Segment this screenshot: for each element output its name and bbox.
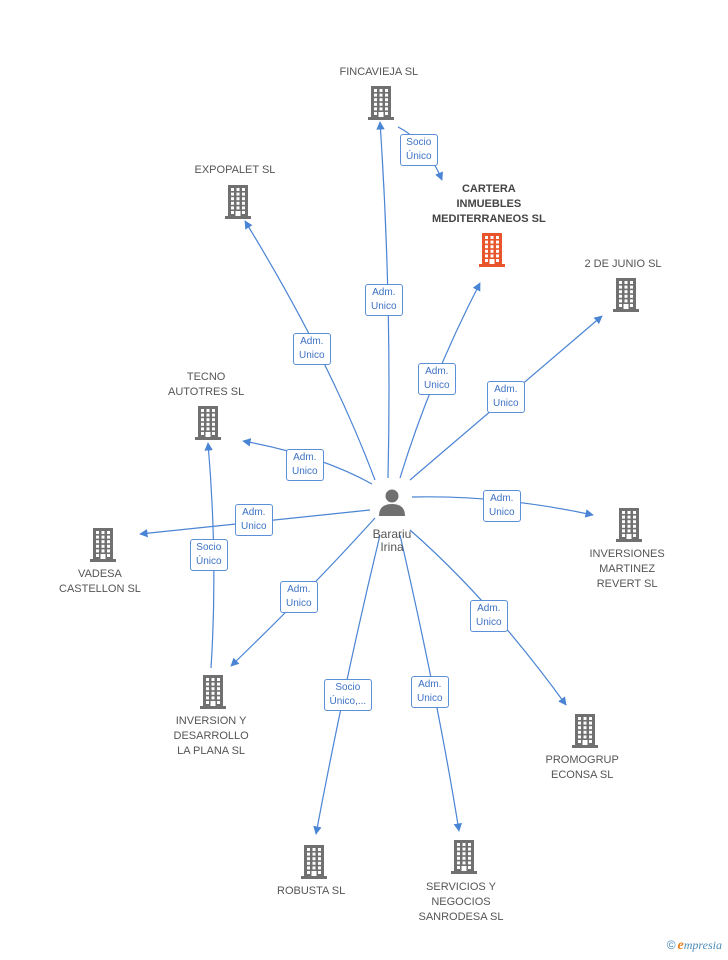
relation-label[interactable]: Adm.Unico (483, 490, 521, 522)
relation-label[interactable]: Adm.Unico (280, 581, 318, 613)
building-icon[interactable] (195, 406, 221, 440)
relation-label[interactable]: Adm.Unico (487, 381, 525, 413)
company-label[interactable]: FINCAVIEJA SL (339, 66, 419, 78)
brand-logo: ©empresia (666, 938, 722, 953)
relation-label[interactable]: Adm.Unico (286, 449, 324, 481)
building-icon[interactable] (90, 528, 116, 562)
company-label[interactable]: 2 DE JUNIO SL (584, 258, 662, 270)
building-icon[interactable] (368, 86, 394, 120)
copyright-icon: © (666, 938, 676, 952)
relation-label[interactable]: Adm.Unico (470, 600, 508, 632)
building-icon[interactable] (572, 714, 598, 748)
building-icon[interactable] (479, 233, 505, 267)
building-icon[interactable] (200, 675, 226, 709)
person-name[interactable]: Barariu Irina (372, 527, 412, 554)
building-icon[interactable] (451, 840, 477, 874)
relation-label[interactable]: Adm.Unico (235, 504, 273, 536)
relation-label[interactable]: Adm.Unico (411, 676, 449, 708)
person-icon[interactable] (379, 489, 405, 517)
building-icon[interactable] (225, 185, 251, 219)
company-label[interactable]: EXPOPALET SL (194, 164, 276, 176)
relation-label[interactable]: Adm.Unico (293, 333, 331, 365)
building-icon[interactable] (301, 845, 327, 879)
company-label[interactable]: ROBUSTA SL (277, 885, 346, 897)
building-icon[interactable] (616, 508, 642, 542)
relation-label[interactable]: Adm.Unico (365, 284, 403, 316)
relation-label[interactable]: Adm.Unico (418, 363, 456, 395)
building-icon[interactable] (613, 278, 639, 312)
